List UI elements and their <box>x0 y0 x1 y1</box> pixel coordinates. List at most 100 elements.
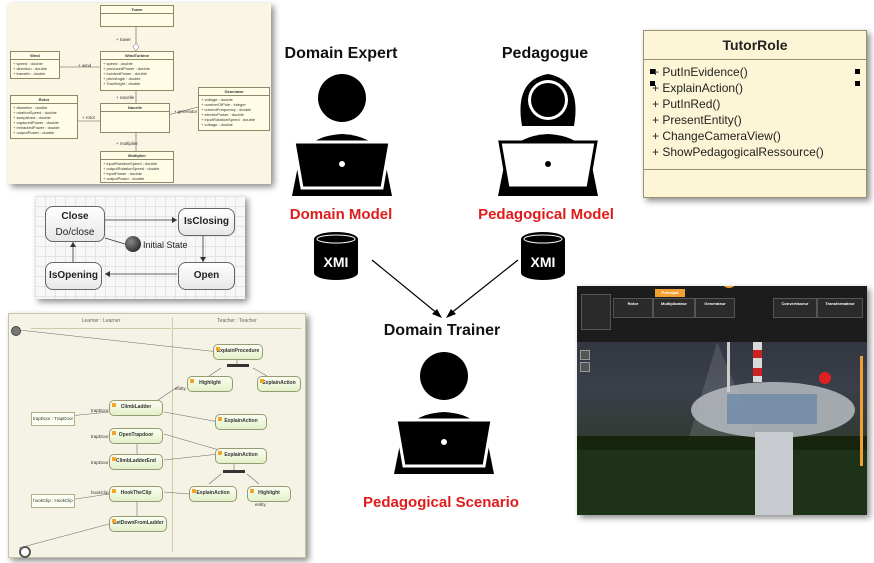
sim-vertical-slider[interactable] <box>860 356 863 466</box>
class-wind-turbine: WindTurbine + speed : double + producedP… <box>100 51 174 91</box>
sim-panel-title: Multiplicateur <box>660 301 687 306</box>
attribute: + incidentPower : double <box>103 71 147 76</box>
link-label-rotor: + rotor <box>82 115 96 120</box>
domain-trainer-person-icon <box>394 352 494 474</box>
sim-panel-title: Transformateur <box>825 301 855 306</box>
attribute: + outputPower : double <box>13 130 55 135</box>
attribute: + currentFrequency : double <box>201 107 252 112</box>
lane-learner-title: Learner : Learner <box>81 318 121 324</box>
selection-handle <box>855 69 860 74</box>
attribute: + rotationSpeed : double <box>13 110 57 115</box>
sim-active-tab[interactable]: Principal <box>655 289 685 297</box>
class-diagram-panel: Tower + tower Wind + speed : double + di… <box>8 3 271 184</box>
state-name: IsOpening <box>49 270 98 281</box>
sim-panel-generateur: Generateur <box>695 298 735 318</box>
state-action: Do/close <box>55 227 95 238</box>
selection-handle <box>855 81 860 86</box>
sim-panel-multiplicateur: Multiplicateur <box>653 298 695 318</box>
selection-handle <box>650 81 655 86</box>
pin-trapdoor-3: trapDoor <box>91 460 109 465</box>
wind-turbine-3d-scene <box>577 342 867 515</box>
operation-show-pedagogical-ressource: + ShowPedagogicalRessource() <box>652 145 824 159</box>
class-nacelle: Nacelle <box>100 103 170 133</box>
node-explain-action-4: ExplainAction <box>189 486 237 502</box>
flow-arrows <box>371 259 519 318</box>
object-trapdoor: trapDoor : TrapDoor <box>31 412 75 426</box>
class-name: Multiplier <box>101 152 173 160</box>
node-explain-action-2: ExplainAction <box>215 414 267 430</box>
class-name: Tower <box>101 6 173 14</box>
class-name: WindTurbine <box>101 52 173 60</box>
object-hookclip: hookClip : HookClip <box>31 494 75 508</box>
domain-expert-person-icon <box>292 74 392 196</box>
class-rotor: Rotor + diameter : double + rotationSpee… <box>10 95 78 139</box>
attribute: + speed : double <box>103 61 133 66</box>
attribute: + electricPower : double <box>201 112 244 117</box>
initial-state-label: Initial State <box>143 240 188 250</box>
sim-panel-title: Rotor <box>627 301 639 306</box>
class-diagram-links <box>58 25 199 151</box>
pedagogical-model-label: Pedagogical Model <box>478 206 614 223</box>
class-generator: Generator + voltage : double + numberOfP… <box>198 87 270 131</box>
selection-handle <box>650 69 655 74</box>
tutor-role-title: TutorRole <box>644 31 866 60</box>
attribute: + producedPower : double <box>103 66 150 71</box>
compartment-divider <box>644 169 866 170</box>
link-label-multiplier: + multiplier <box>116 141 138 146</box>
operation-change-camera-view: + ChangeCameraView() <box>652 129 781 143</box>
attribute: + sweptArea : double <box>13 115 51 120</box>
node-highlight-1: Highlight <box>187 376 233 392</box>
sim-panel-transformateur: Transformateur <box>817 298 863 318</box>
attribute: + outputPower : double <box>103 176 145 181</box>
lane-learner-header: Learner : Learner <box>31 318 171 329</box>
state-machine-panel: Close Do/close IsClosing Initial State I… <box>35 196 245 299</box>
state-name: Open <box>193 270 220 281</box>
activity-flows <box>18 329 268 549</box>
link-label-generator: + generator <box>174 109 198 114</box>
attribute: + speed : double <box>13 61 43 66</box>
state-transitions <box>70 217 206 277</box>
attribute: + pitchAngle : double <box>103 76 141 81</box>
attribute: + inputPower : double <box>103 171 142 176</box>
xmi-database-icon-left <box>314 232 358 280</box>
pedagogical-scenario-label: Pedagogical Scenario <box>363 494 519 511</box>
pedagogue-person-icon <box>498 74 598 196</box>
sim-side-button[interactable] <box>580 362 590 372</box>
attribute: + voltage : double <box>201 97 233 102</box>
domain-expert-label: Domain Expert <box>284 45 398 62</box>
sim-panel-title: Generateur <box>704 301 726 306</box>
xmi-label-left: XMI <box>323 254 349 270</box>
class-name: Generator <box>199 88 269 96</box>
node-climb-ladder: ClimbLadder <box>109 400 163 416</box>
node-highlight-2: Highlight <box>247 486 291 502</box>
attribute: + inputRotationSpeed : double <box>201 117 255 122</box>
pin-trapdoor-2: trapDoor <box>91 434 109 439</box>
operation-put-in-red: + PutInRed() <box>652 97 721 111</box>
node-open-trapdoor: OpenTrapdoor <box>109 428 163 444</box>
attribute: + voltage : double <box>201 122 233 127</box>
state-is-opening: IsOpening <box>45 262 102 290</box>
xmi-label-right: XMI <box>530 254 556 270</box>
lane-divider <box>172 318 173 552</box>
class-wind: Wind + speed : double + direction : doub… <box>10 51 60 79</box>
tutor-role-operations: + PutInEvidence() + ExplainAction() + Pu… <box>644 60 866 164</box>
attribute: + TowHeight : double <box>103 81 141 86</box>
attribute: + transfer : double <box>13 71 46 76</box>
attribute: + outputRotationSpeed : double <box>103 166 160 171</box>
sim-side-button[interactable] <box>580 350 590 360</box>
attribute: + capturedPower : double <box>13 120 59 125</box>
state-close: Close Do/close <box>45 206 105 242</box>
simulation-screenshot: Rotor Multiplicateur Generateur Converti… <box>577 286 867 515</box>
operation-put-in-evidence: + PutInEvidence() <box>652 65 748 79</box>
attribute: + numberOfPole : integer <box>201 102 246 107</box>
attribute: + direction : double <box>13 66 47 71</box>
initial-state-node <box>125 236 141 252</box>
class-name: Wind <box>11 52 59 60</box>
pin-entity-2: entity <box>255 502 266 507</box>
activity-diagram-panel: Learner : Learner Teacher : Teacher <box>8 313 306 558</box>
state-is-closing: IsClosing <box>178 208 235 236</box>
class-name: Nacelle <box>101 104 169 112</box>
sim-panel-rotor: Rotor <box>613 298 653 318</box>
link-label-nacelle: + nacelle <box>116 95 135 100</box>
start-node <box>11 326 21 336</box>
